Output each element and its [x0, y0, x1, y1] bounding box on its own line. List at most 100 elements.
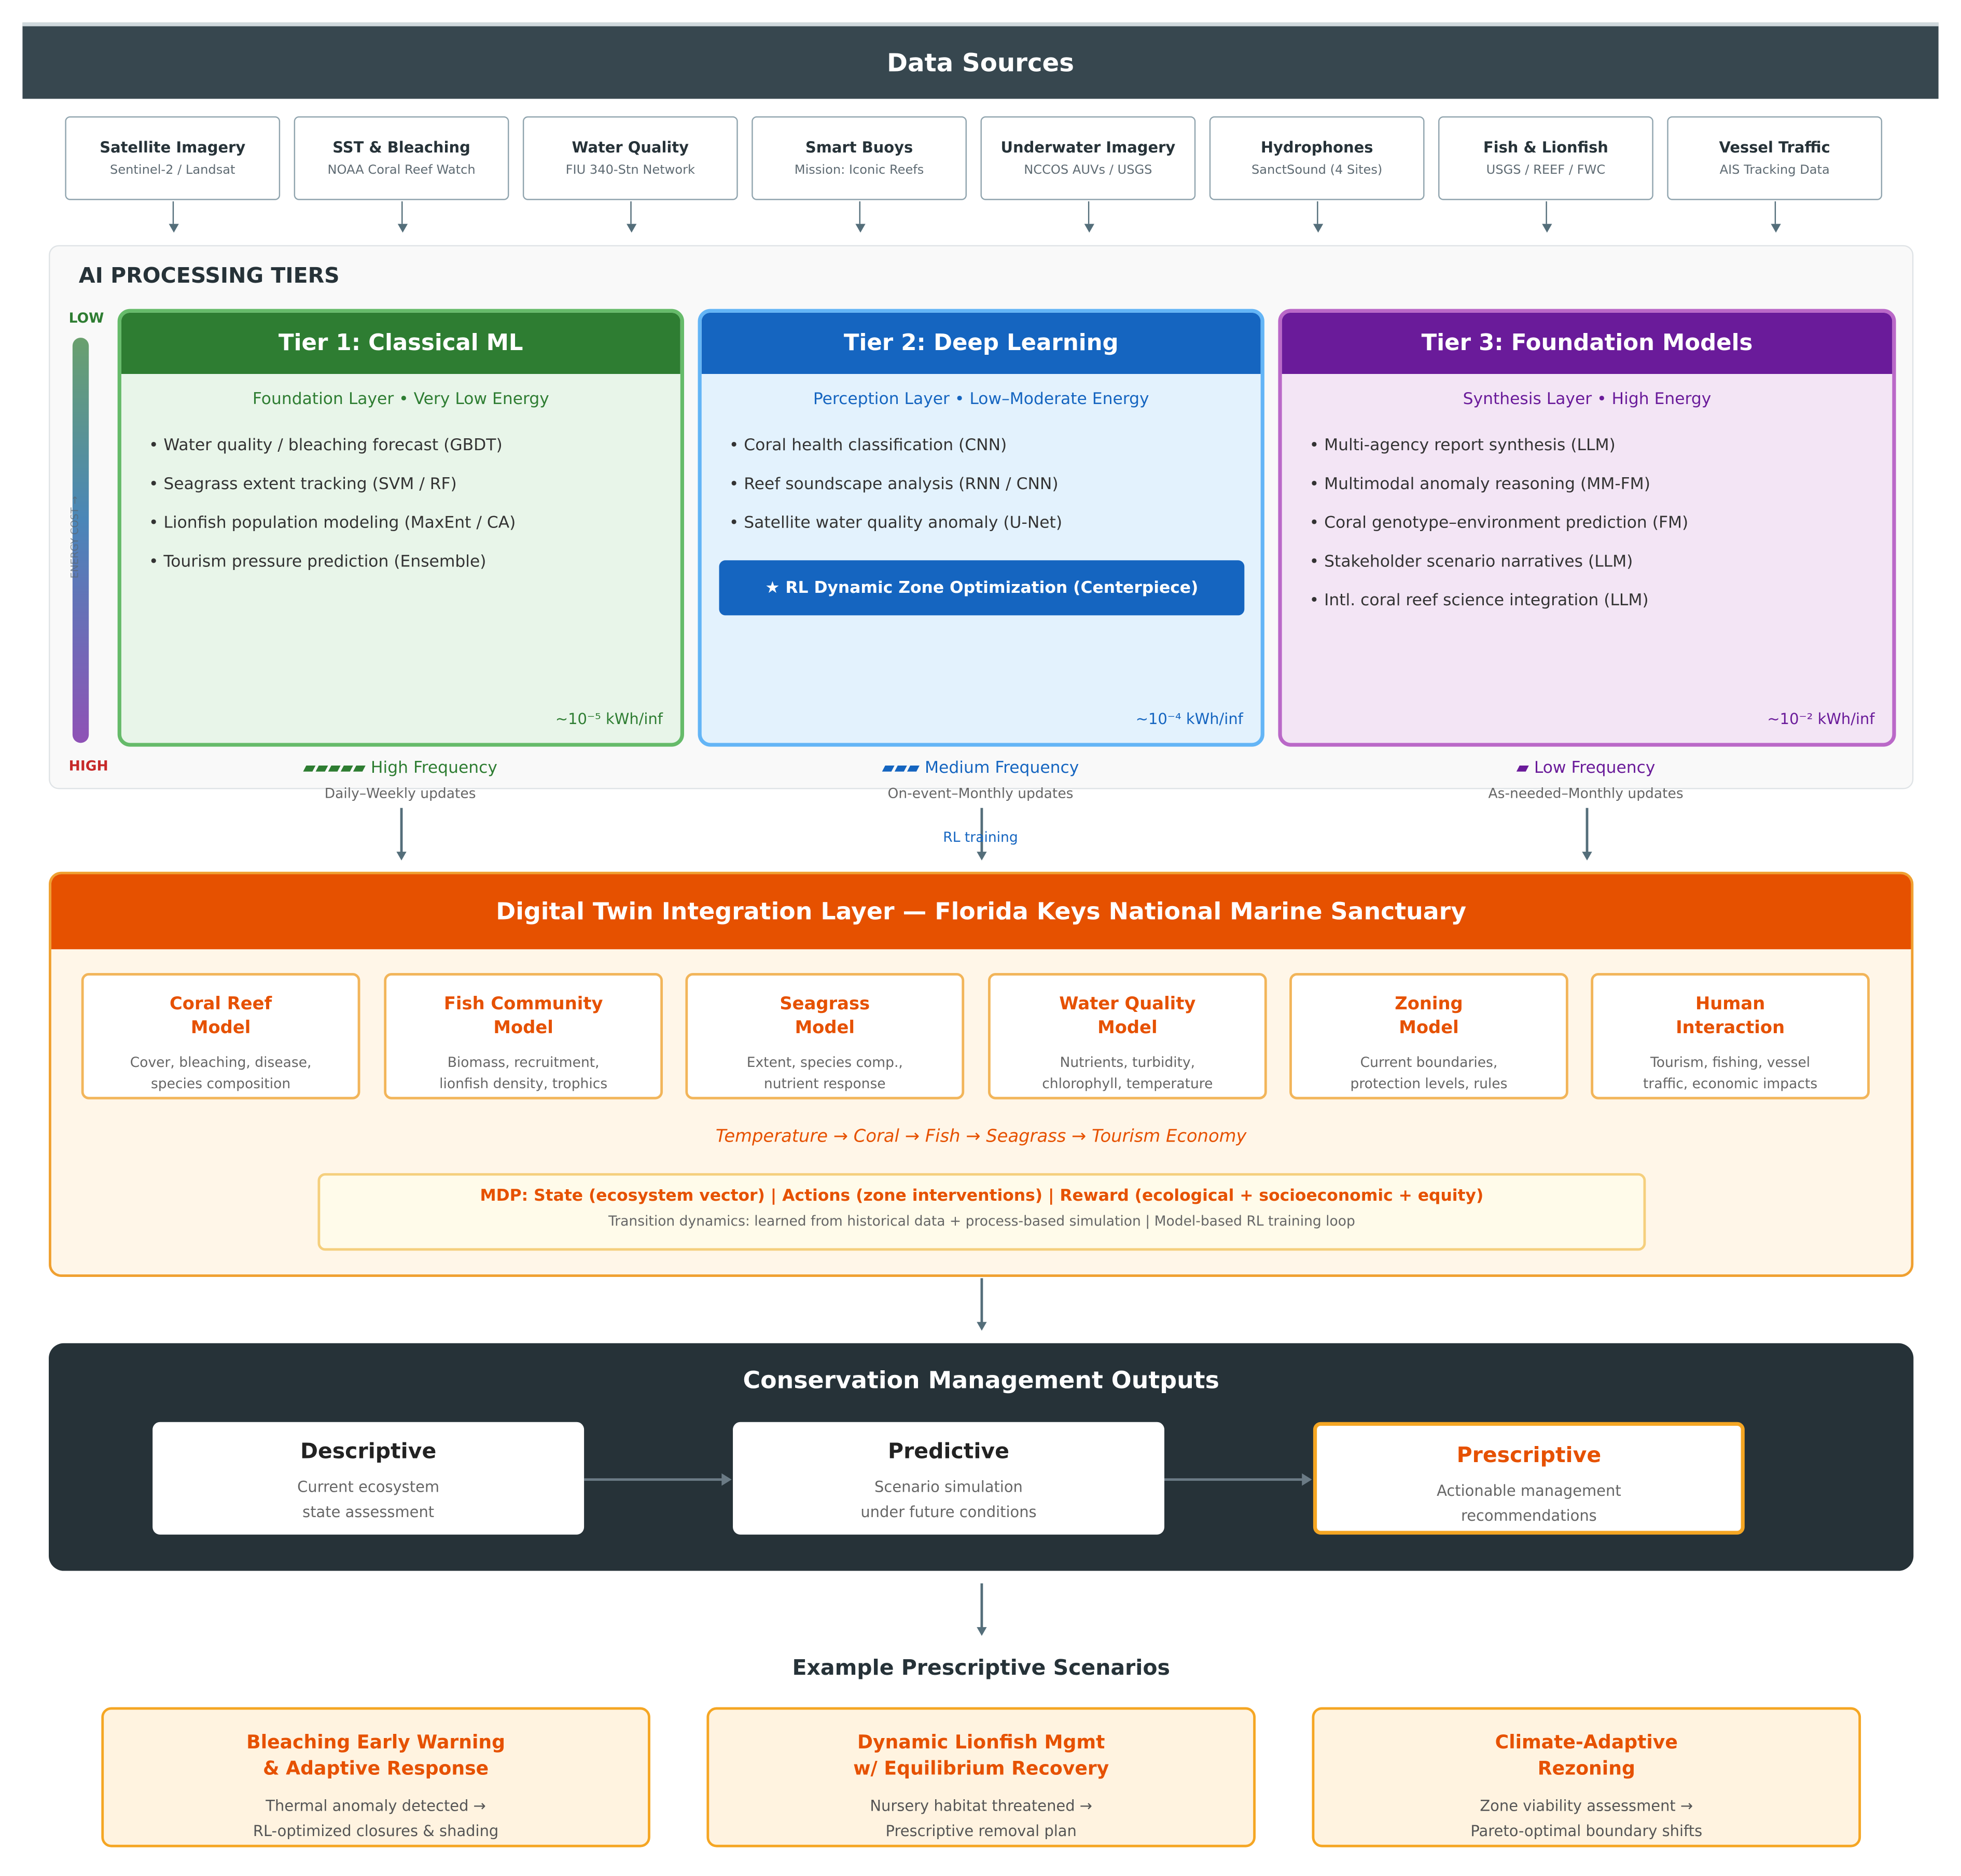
tier-3-title: Tier 3: Foundation Models — [1282, 312, 1893, 374]
output-desc: Actionable management recommendations — [1437, 1482, 1621, 1525]
source-name: Water Quality — [572, 138, 689, 157]
model-name: Zoning Model — [1395, 994, 1463, 1038]
arrow-down-icon — [977, 1322, 987, 1331]
model-name: Water Quality Model — [1059, 994, 1196, 1038]
source-sub: FIU 340-Stn Network — [565, 163, 696, 178]
source-name: SST & Bleaching — [332, 138, 470, 157]
output-prescriptive: Prescriptive Actionable management recom… — [1313, 1422, 1745, 1535]
scenario-desc: Thermal anomaly detected → RL-optimized … — [253, 1797, 499, 1840]
source-underwater-imagery: Underwater Imagery NCCOS AUVs / USGS — [980, 116, 1196, 200]
output-connector-line — [584, 1478, 723, 1481]
source-smart-buoys: Smart Buoys Mission: Iconic Reefs — [752, 116, 967, 200]
digital-twin-title: Digital Twin Integration Layer — Florida… — [51, 874, 1911, 950]
arrow-down-icon — [396, 852, 407, 861]
tier-2-arrow-line — [980, 808, 983, 853]
source-sub: AIS Tracking Data — [1719, 163, 1830, 178]
scenarios-arrow-line — [980, 1583, 983, 1629]
tier-1-energy: ~10⁻⁵ kWh/inf — [555, 710, 663, 728]
model-name: Fish Community Model — [443, 994, 603, 1038]
water-quality-model: Water Quality Model Nutrients, turbidity… — [988, 973, 1267, 1100]
model-desc: Biomass, recruitment, lionfish density, … — [439, 1054, 608, 1092]
mdp-main: MDP: State (ecosystem vector) | Actions … — [480, 1187, 1484, 1206]
source-name: Underwater Imagery — [1000, 138, 1176, 157]
arrow-right-icon — [1302, 1473, 1312, 1486]
source-sst-bleaching: SST & Bleaching NOAA Coral Reef Watch — [294, 116, 509, 200]
arrow-down-icon — [1542, 224, 1552, 233]
arrow-down-icon — [977, 1627, 987, 1636]
model-name: Seagrass Model — [780, 994, 870, 1038]
source-name: Vessel Traffic — [1719, 138, 1830, 157]
scenario-desc: Nursery habitat threatened → Prescriptiv… — [870, 1797, 1093, 1840]
tier-3-frequency-sub: As-needed–Monthly updates — [1488, 785, 1684, 802]
output-predictive: Predictive Scenario simulation under fut… — [733, 1422, 1164, 1535]
tier-1-frequency-sub: Daily–Weekly updates — [324, 785, 476, 802]
tier-2-list: • Coral health classification (CNN) • Re… — [702, 437, 1261, 553]
tier-2-frequency: ▰▰▰ Medium Frequency — [793, 759, 1168, 778]
model-desc: Nutrients, turbidity, chlorophyll, tempe… — [1042, 1054, 1213, 1092]
arrow-down-icon — [1084, 224, 1094, 233]
scenario-bleaching-early-warning: Bleaching Early Warning & Adaptive Respo… — [101, 1707, 650, 1847]
source-sub: SanctSound (4 Sites) — [1251, 163, 1383, 178]
tier-3-arrow-line — [1586, 808, 1589, 853]
output-connector-line — [1164, 1478, 1303, 1481]
zoning-model: Zoning Model Current boundaries, protect… — [1289, 973, 1568, 1100]
list-item: • Tourism pressure prediction (Ensemble) — [148, 552, 486, 572]
source-arrow-line — [1088, 201, 1090, 224]
source-fish-lionfish: Fish & Lionfish USGS / REEF / FWC — [1438, 116, 1653, 200]
frequency-bars-icon: ▰▰▰▰▰ — [303, 759, 366, 778]
source-satellite-imagery: Satellite Imagery Sentinel-2 / Landsat — [65, 116, 281, 200]
source-sub: Mission: Iconic Reefs — [794, 163, 924, 178]
tier-2-frequency-sub: On-event–Monthly updates — [887, 785, 1074, 802]
scenarios-title: Example Prescriptive Scenarios — [792, 1656, 1170, 1681]
ecosystem-flow-chain: Temperature → Coral → Fish → Seagrass → … — [715, 1127, 1247, 1147]
frequency-label: Low Frequency — [1534, 759, 1656, 778]
list-item: • Water quality / bleaching forecast (GB… — [148, 436, 503, 455]
tier-3-card: Tier 3: Foundation Models Synthesis Laye… — [1278, 309, 1896, 747]
tier-2-subtitle: Perception Layer • Low–Moderate Energy — [813, 390, 1149, 409]
list-item: • Seagrass extent tracking (SVM / RF) — [148, 475, 457, 494]
arrow-down-icon — [627, 224, 637, 233]
scenario-name: Dynamic Lionfish Mgmt w/ Equilibrium Rec… — [853, 1731, 1109, 1780]
list-item: • Satellite water quality anomaly (U-Net… — [729, 514, 1063, 533]
mdp-box: MDP: State (ecosystem vector) | Actions … — [317, 1173, 1646, 1251]
list-item: • Coral genotype–environment prediction … — [1309, 514, 1689, 533]
tier-3-frequency: ▰ Low Frequency — [1398, 759, 1773, 778]
output-name: Predictive — [888, 1439, 1009, 1465]
tier-1-title: Tier 1: Classical ML — [121, 312, 680, 374]
model-desc: Tourism, fishing, vessel traffic, econom… — [1643, 1054, 1818, 1092]
energy-high-label: HIGH — [68, 758, 108, 774]
source-name: Hydrophones — [1260, 138, 1373, 157]
arrow-down-icon — [977, 852, 987, 861]
frequency-bars-icon: ▰ — [1516, 759, 1529, 778]
output-descriptive: Descriptive Current ecosystem state asse… — [152, 1422, 585, 1535]
list-item: • Reef soundscape analysis (RNN / CNN) — [729, 475, 1059, 494]
output-desc: Scenario simulation under future conditi… — [860, 1478, 1037, 1521]
frequency-label: High Frequency — [370, 759, 497, 778]
source-hydrophones: Hydrophones SanctSound (4 Sites) — [1209, 116, 1425, 200]
scenario-dynamic-lionfish: Dynamic Lionfish Mgmt w/ Equilibrium Rec… — [706, 1707, 1256, 1847]
outputs-title: Conservation Management Outputs — [743, 1367, 1219, 1395]
arrow-down-icon — [169, 224, 179, 233]
model-desc: Current boundaries, protection levels, r… — [1350, 1054, 1508, 1092]
source-arrow-line — [1774, 201, 1776, 224]
model-desc: Cover, bleaching, disease, species compo… — [130, 1054, 312, 1092]
header-title: Data Sources — [887, 47, 1074, 78]
scenario-desc: Zone viability assessment → Pareto-optim… — [1470, 1797, 1703, 1840]
arrow-down-icon — [1771, 224, 1781, 233]
human-interaction-model: Human Interaction Tourism, fishing, vess… — [1591, 973, 1870, 1100]
energy-low-label: LOW — [68, 310, 104, 327]
source-arrow-line — [630, 201, 632, 224]
tier-1-list: • Water quality / bleaching forecast (GB… — [121, 437, 680, 592]
energy-cost-gradient-bar — [72, 338, 89, 743]
arrow-down-icon — [855, 224, 866, 233]
tier-3-subtitle: Synthesis Layer • High Energy — [1463, 390, 1712, 409]
frequency-label: Medium Frequency — [925, 759, 1079, 778]
source-arrow-line — [1546, 201, 1547, 224]
scenario-name: Climate-Adaptive Rezoning — [1495, 1731, 1678, 1780]
source-arrow-line — [172, 201, 174, 224]
source-name: Smart Buoys — [805, 138, 913, 157]
arrow-down-icon — [397, 224, 408, 233]
outputs-arrow-line — [980, 1278, 983, 1324]
tier-2-title: Tier 2: Deep Learning — [701, 312, 1261, 374]
coral-reef-model: Coral Reef Model Cover, bleaching, disea… — [81, 973, 360, 1100]
